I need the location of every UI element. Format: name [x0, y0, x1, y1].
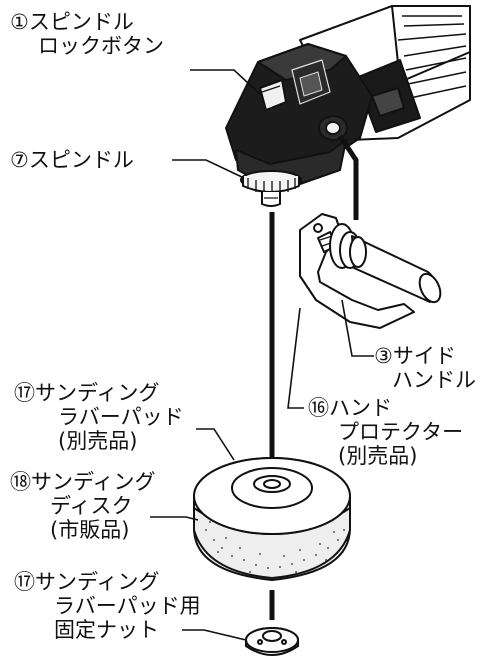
side-handle-label: ③サイド ハンドル — [374, 344, 476, 392]
leader-lines — [150, 69, 374, 641]
label-line: ⑰サンディング — [14, 381, 160, 405]
label-line: (市販品) — [50, 518, 130, 542]
label-line: ロックボタン — [38, 34, 164, 58]
label-line: ⑰サンディング — [14, 570, 160, 594]
spindle-label: ⑦スピンドル — [10, 148, 134, 172]
label-line: ラバーパッド用 — [54, 594, 201, 618]
label-line: ハンドル — [392, 368, 476, 392]
label-line: ③サイド — [374, 344, 456, 368]
sanding-disc-label: ⑱サンディング ディスク (市販品) — [10, 470, 156, 542]
label-line: ①スピンドル — [10, 10, 134, 34]
sanding-disc-illustration — [193, 457, 351, 581]
label-line: ⑦スピンドル — [10, 148, 134, 172]
label-line: ⑯ハンド — [308, 396, 392, 420]
rubber-pad-lock-nut-label: ⑰サンディング ラバーパッド用 固定ナット — [14, 570, 201, 642]
assembly-guide-lines — [269, 134, 359, 620]
label-line: (別売品) — [338, 444, 418, 468]
hand-protector-label: ⑯ハンド プロテクター (別売品) — [308, 396, 463, 468]
side-handle-illustration — [317, 223, 442, 304]
label-line: ⑱サンディング — [10, 470, 156, 494]
label-line: ディスク — [50, 494, 133, 518]
lock-nut-illustration — [245, 627, 299, 656]
label-line: 固定ナット — [54, 618, 159, 642]
label-line: プロテクター — [338, 420, 464, 444]
label-line: (別売品) — [58, 429, 138, 453]
sanding-rubber-pad-label: ⑰サンディング ラバーパッド (別売品) — [14, 381, 184, 453]
angle-grinder-illustration — [225, 5, 471, 207]
label-line: ラバーパッド — [58, 405, 184, 429]
spindle-lock-button-label: ①スピンドル ロックボタン — [10, 10, 164, 58]
